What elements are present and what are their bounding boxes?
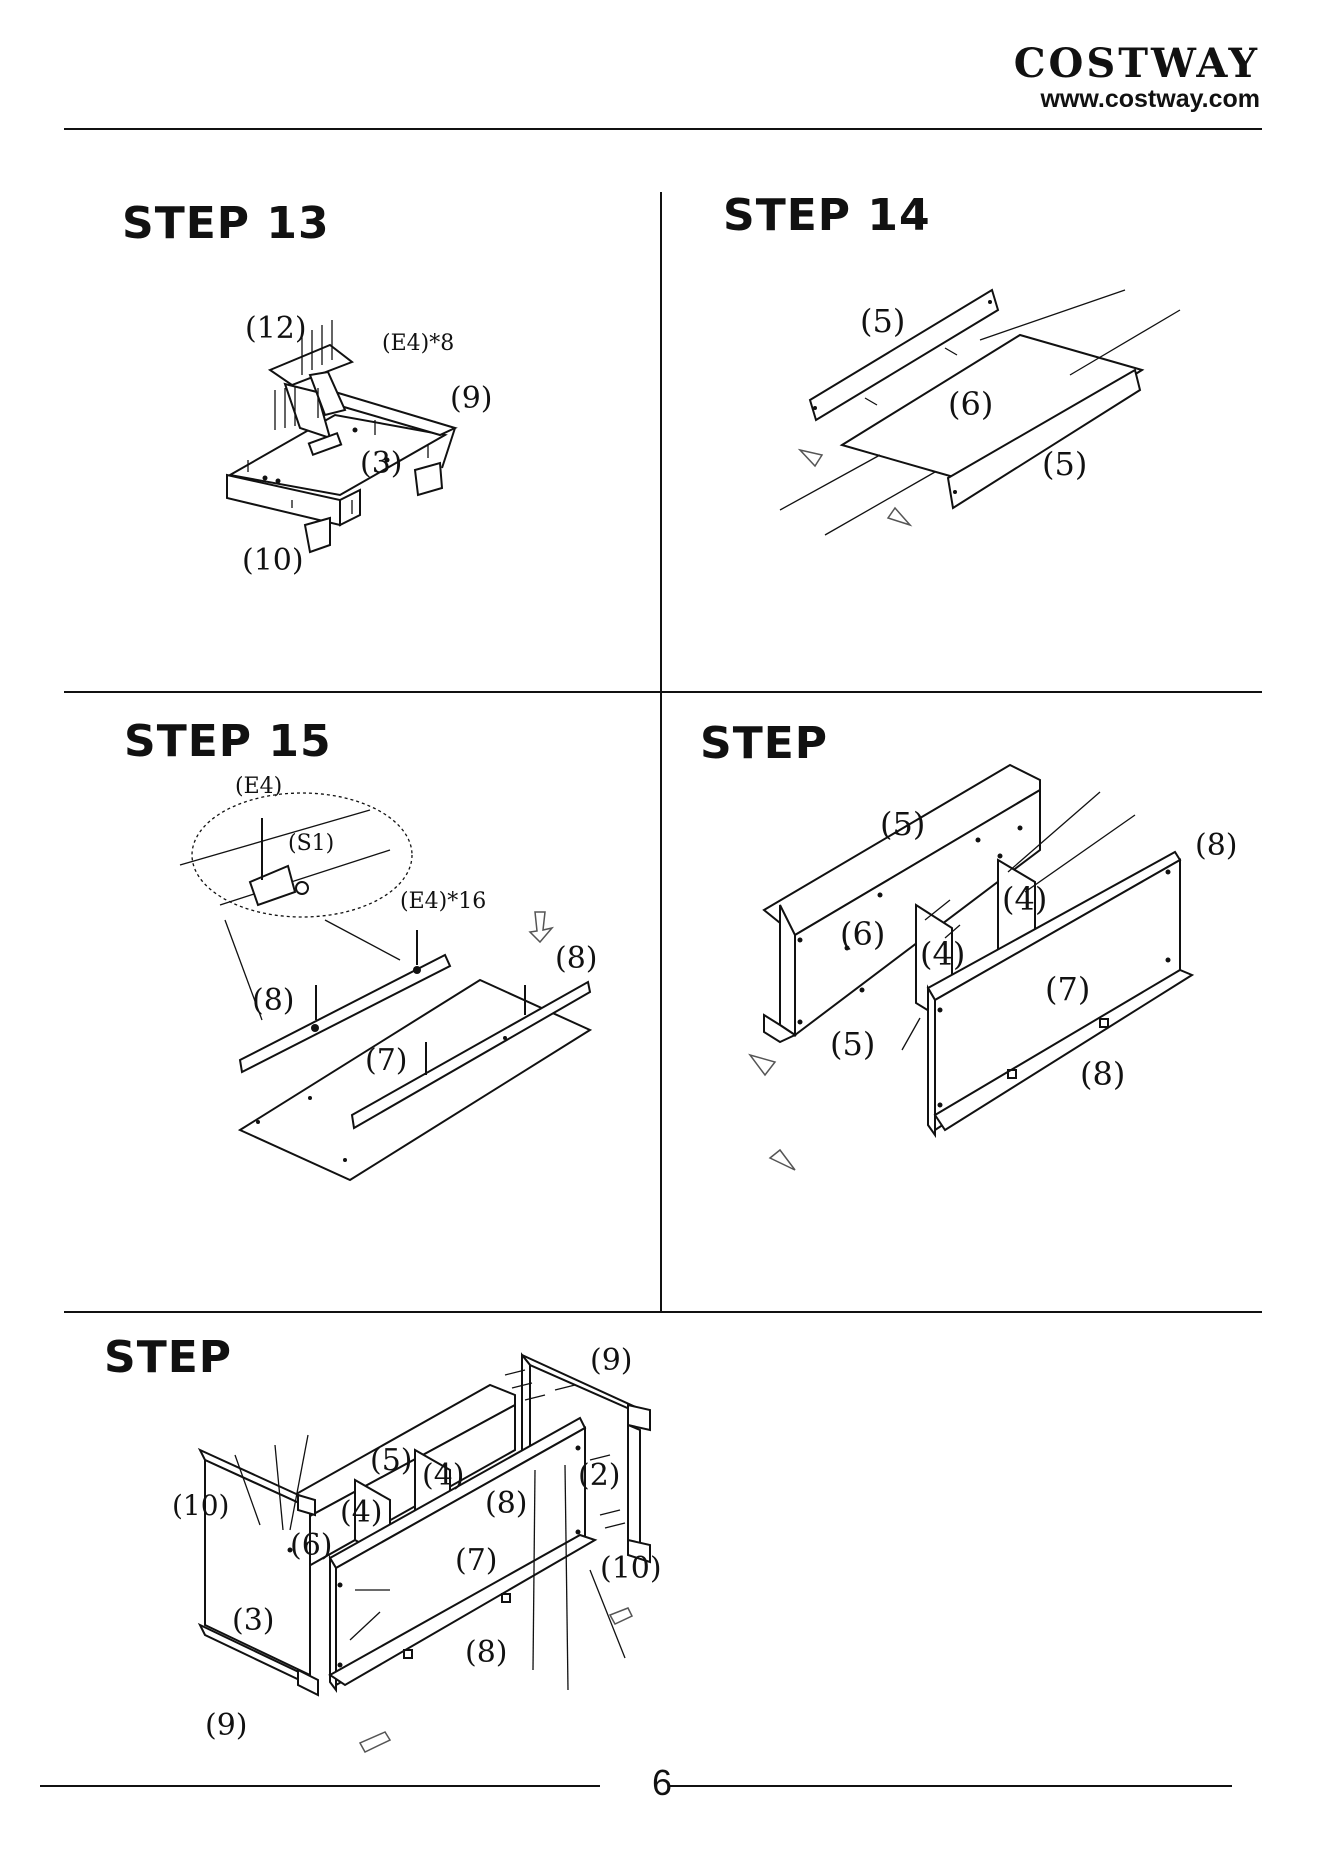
label-8-top: (8)	[1195, 828, 1238, 863]
label-8-bottom: (8)	[465, 1635, 508, 1670]
step-13-title: STEP 13	[122, 198, 330, 249]
label-7: (7)	[455, 1543, 498, 1578]
label-e4x16: (E4)*16	[400, 889, 486, 914]
label-12: (12)	[245, 311, 307, 346]
label-10: (10)	[242, 543, 304, 578]
step-17-figure: (9) (5) (4) (2) (10) (4) (8) (6) (7) (10…	[150, 1340, 670, 1760]
label-e4x8: (E4)*8	[382, 331, 454, 356]
step-14-title: STEP 14	[723, 190, 931, 241]
step-16-figure: (5) (8) (4) (6) (4) (7) (5) (8)	[740, 760, 1220, 1180]
step-13-figure: (12) (E4)*8 (9) (3) (10)	[200, 300, 560, 590]
label-4-right: (4)	[1002, 880, 1047, 918]
row-divider-2	[64, 1311, 1262, 1313]
page-number: 6	[0, 1762, 1324, 1804]
label-5-bottom: (5)	[830, 1025, 875, 1063]
center-divider-top	[660, 192, 662, 1312]
label-5-top: (5)	[860, 302, 905, 340]
label-9: (9)	[450, 381, 493, 416]
step-15-figure: (E4) (S1) (E4)*16 (8) (8) (7)	[180, 770, 620, 1190]
label-5-bottom: (5)	[1042, 445, 1087, 483]
label-7: (7)	[1045, 970, 1090, 1008]
label-5-top: (5)	[880, 805, 925, 843]
header-rule	[64, 128, 1262, 130]
label-6: (6)	[840, 915, 885, 953]
label-8-left: (8)	[252, 983, 295, 1018]
label-4-left: (4)	[920, 935, 965, 973]
brand-url: www.costway.com	[1014, 84, 1260, 114]
brand-header: COSTWAY www.costway.com	[1014, 44, 1260, 114]
label-10-left: (10)	[172, 1489, 229, 1522]
label-9-bottom: (9)	[205, 1708, 248, 1743]
label-6: (6)	[948, 385, 993, 423]
label-8-bottom: (8)	[1080, 1055, 1125, 1093]
row-divider-1	[64, 691, 1262, 693]
step-15-title: STEP 15	[124, 716, 332, 767]
label-3: (3)	[360, 446, 403, 481]
label-s1: (S1)	[288, 831, 334, 856]
label-8-right: (8)	[555, 941, 598, 976]
label-5: (5)	[370, 1443, 413, 1478]
label-6: (6)	[290, 1528, 333, 1563]
step-14-figure: (5) (6) (5)	[770, 280, 1210, 550]
label-4-a: (4)	[340, 1495, 383, 1530]
label-e4: (E4)	[235, 774, 282, 799]
label-3: (3)	[232, 1603, 275, 1638]
brand-logo: COSTWAY	[1014, 44, 1260, 84]
label-2: (2)	[578, 1458, 621, 1493]
label-7: (7)	[365, 1043, 408, 1078]
label-4-b: (4)	[422, 1458, 465, 1493]
label-10-right: (10)	[600, 1551, 662, 1586]
label-9-top: (9)	[590, 1343, 633, 1378]
label-8-top: (8)	[485, 1486, 528, 1521]
